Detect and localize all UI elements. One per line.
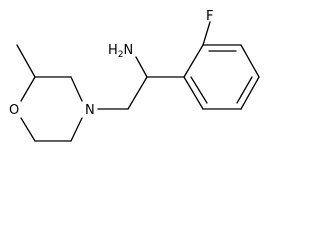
bond-ring-6 [183,76,204,110]
bond-ring-3 [240,44,260,78]
benzene-ring [183,44,260,110]
bond-morph-4 [20,117,36,142]
amine-h-count: 2 [118,50,124,60]
bond-ch-to-ch2 [127,76,148,110]
bond-morph-1 [70,76,83,102]
bond-morph-6 [70,117,83,142]
amine-h: H [108,43,118,58]
bond-c-f [202,21,211,46]
fluorine-label: F [206,9,213,24]
chemical-structure: F H2N N O [9,9,260,142]
bond-ring-1 [183,44,204,78]
amine-label: H2N [108,43,133,60]
bond-ring-double-2 [236,76,253,104]
ring-nitrogen-label: N [85,103,95,118]
amine-n: N [124,43,134,58]
bond-ring-double-3 [190,76,208,104]
bond-ring-4 [240,76,260,110]
bond-morph-3 [20,76,36,102]
bond-ch-to-nh2 [135,56,148,78]
morpholine-ring [20,76,83,142]
ring-oxygen-label: O [9,103,19,118]
bond-methyl [16,44,36,78]
